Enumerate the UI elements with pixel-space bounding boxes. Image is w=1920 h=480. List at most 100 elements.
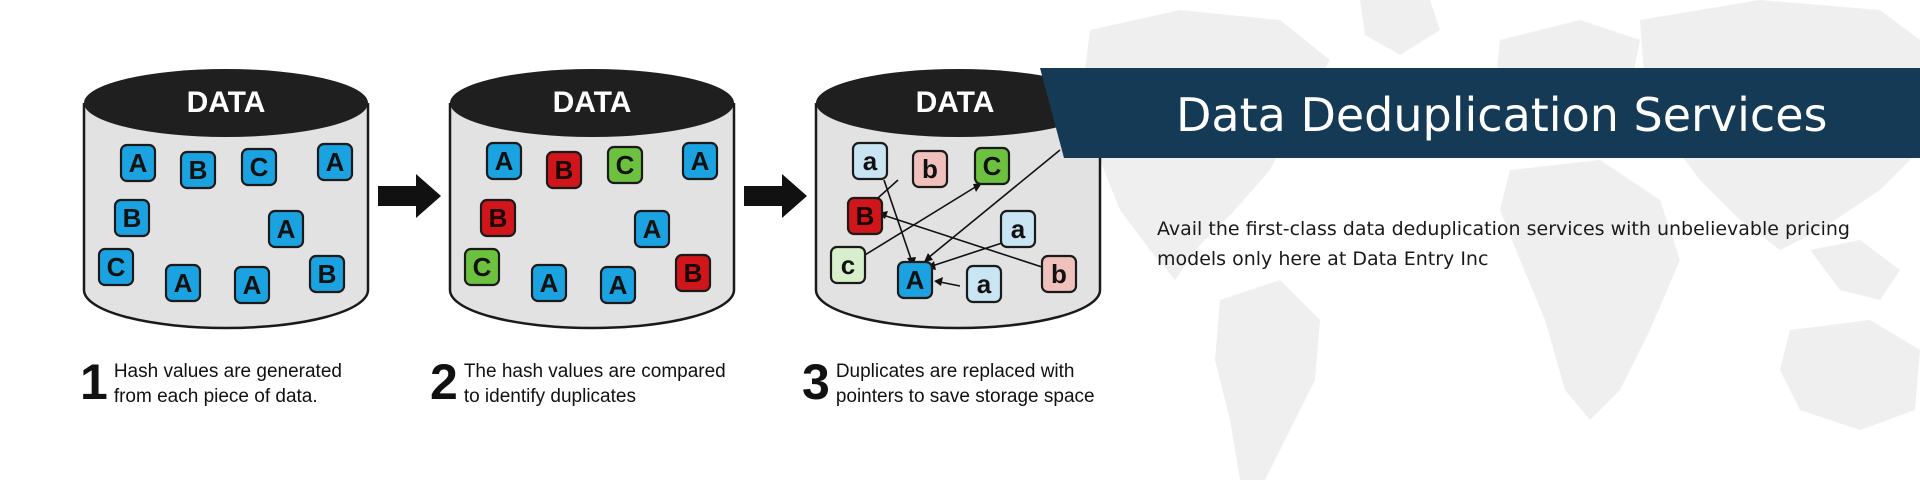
data-block-letter: a	[863, 146, 878, 176]
data-block-box	[633, 209, 671, 249]
data-block-letter: B	[856, 201, 875, 231]
data-block: C	[240, 147, 278, 187]
data-block-letter: B	[555, 155, 574, 185]
data-block-letter: B	[123, 203, 142, 233]
data-block: A	[316, 142, 354, 182]
data-block: A	[485, 141, 523, 181]
data-block-letter: A	[691, 146, 710, 176]
data-block-box	[113, 198, 151, 238]
data-block: a	[851, 141, 889, 181]
data-block-box	[896, 260, 934, 300]
data-block: a	[965, 264, 1003, 304]
cylinder-3-label: DATA	[916, 86, 995, 119]
data-block: A	[267, 209, 305, 249]
data-block-box	[681, 141, 719, 181]
step-text-line: pointers to save storage space	[835, 386, 1095, 407]
southeast-asia-shape	[1810, 240, 1900, 300]
data-block: A	[681, 141, 719, 181]
data-block-box	[240, 147, 278, 187]
data-block-box	[463, 247, 501, 287]
arrow-1	[378, 174, 441, 218]
data-block: A	[164, 263, 202, 303]
data-block-letter: B	[318, 259, 337, 289]
data-block-letter: A	[609, 270, 628, 300]
pointer-arrow	[939, 281, 961, 287]
data-block-letter: C	[473, 252, 492, 282]
data-block: A	[633, 209, 671, 249]
data-block: A	[119, 143, 157, 183]
data-block-box	[851, 141, 889, 181]
data-block-letter: A	[540, 268, 559, 298]
cylinder-1-top	[84, 69, 368, 137]
data-block-box	[233, 265, 271, 305]
data-block-letter: B	[684, 258, 703, 288]
step-text: Hash values are generated from each piec…	[114, 358, 342, 409]
data-block-letter: C	[983, 151, 1002, 181]
data-block: b	[1040, 254, 1078, 294]
data-block: B	[545, 150, 583, 190]
data-block: B	[674, 253, 712, 293]
data-block-box	[973, 146, 1011, 186]
data-block: B	[113, 198, 151, 238]
data-block: A	[233, 265, 271, 305]
step-text-line: from each piece of data.	[113, 386, 318, 407]
data-block-box	[674, 253, 712, 293]
data-block: A	[599, 265, 637, 305]
data-block-box	[1040, 254, 1078, 294]
data-block: a	[999, 209, 1037, 249]
data-block: B	[308, 254, 346, 294]
data-block-letter: C	[107, 252, 126, 282]
data-block-box	[179, 150, 217, 190]
data-block-box	[119, 143, 157, 183]
data-block: b	[911, 149, 949, 189]
data-block-box	[606, 145, 644, 185]
data-block-letter: A	[643, 214, 662, 244]
cylinder-2-top	[450, 69, 734, 137]
data-block-box	[97, 247, 135, 287]
page-title: Data Deduplication Services	[1176, 88, 1828, 142]
data-block-letter: A	[906, 265, 925, 295]
data-block-letter: a	[1011, 214, 1026, 244]
step-text-line: to identify duplicates	[463, 386, 636, 407]
step-number: 3	[802, 354, 830, 410]
step-number: 1	[80, 354, 108, 410]
step-text: The hash values are compared to identify…	[464, 358, 726, 409]
data-block-letter: a	[977, 269, 992, 299]
pointer-arrow	[931, 241, 1006, 267]
data-block-letter: A	[495, 146, 514, 176]
step-text: Duplicates are replaced with pointers to…	[836, 358, 1095, 409]
africa-shape	[1500, 160, 1680, 420]
data-block-box	[599, 265, 637, 305]
step-text-line: Hash values are generated	[113, 361, 342, 382]
page-description: Avail the first-class data deduplication…	[1157, 218, 1850, 270]
data-block-box	[308, 254, 346, 294]
data-block: B	[179, 150, 217, 190]
data-block-letter: A	[277, 214, 296, 244]
data-block-box	[164, 263, 202, 303]
cylinder-1-label: DATA	[187, 86, 266, 119]
data-block: C	[606, 145, 644, 185]
data-block: B	[846, 196, 884, 236]
data-block-letter: C	[250, 152, 269, 182]
step-3-caption: 3 Duplicates are replaced with pointers …	[802, 354, 1095, 410]
step-text-line: Duplicates are replaced with	[835, 361, 1075, 382]
data-block: C	[973, 146, 1011, 186]
data-block-letter: c	[841, 250, 855, 280]
data-block-letter: b	[922, 154, 938, 184]
data-block: A	[530, 263, 568, 303]
data-block-box	[545, 150, 583, 190]
data-block-letter: b	[1051, 259, 1067, 289]
data-block: c	[829, 245, 867, 285]
data-block-box	[846, 196, 884, 236]
pointer-arrow	[882, 214, 1046, 269]
greenland-shape	[1360, 0, 1440, 55]
data-block: B	[479, 198, 517, 238]
data-block-letter: A	[243, 270, 262, 300]
data-block-box	[911, 149, 949, 189]
data-block-letter: A	[129, 148, 148, 178]
step-number: 2	[430, 354, 458, 410]
data-block-box	[530, 263, 568, 303]
data-block: A	[896, 260, 934, 300]
arrow-2	[744, 174, 807, 218]
